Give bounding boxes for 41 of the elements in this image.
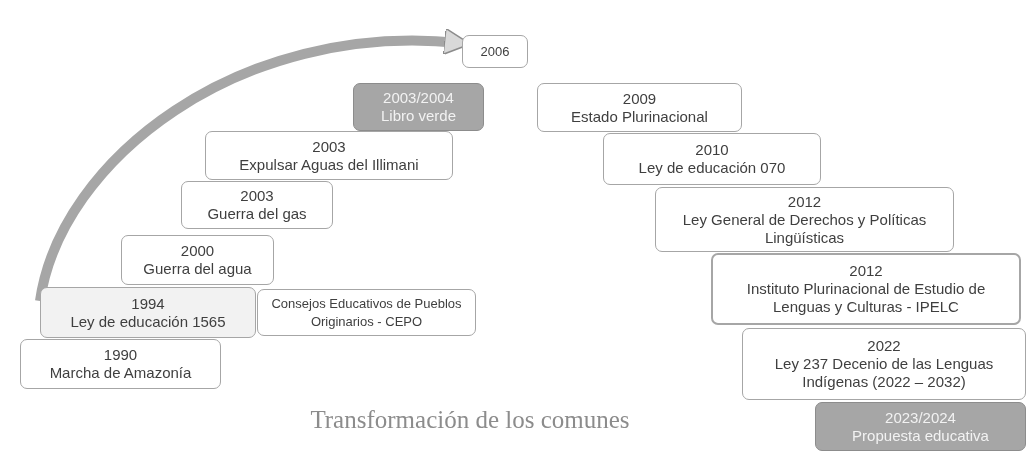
event-box	[537, 83, 742, 132]
event-year: 2012	[849, 262, 883, 280]
event-description: Libro verde	[380, 107, 456, 125]
event-box	[655, 187, 954, 252]
event-description: Guerra del agua	[143, 260, 252, 278]
event-description: Expulsar Aguas del Illimani	[239, 155, 419, 174]
event-box	[40, 287, 256, 338]
caption: Transformación de los comunes	[309, 406, 631, 434]
event-year: 2000	[180, 242, 215, 260]
event-year: 1994	[131, 294, 165, 313]
event-box	[121, 235, 274, 285]
event-box	[711, 253, 1021, 325]
event-description: Marcha de Amazonía	[49, 364, 192, 382]
event-year: 2022	[867, 337, 901, 355]
event-description: 2006	[480, 42, 510, 61]
event-description: Estado Plurinacional	[571, 107, 708, 126]
event-description: Ley de educación 1565	[70, 312, 226, 331]
event-box	[181, 181, 333, 229]
event-box	[353, 83, 484, 131]
event-box	[742, 328, 1026, 400]
event-description: Guerra del gas	[207, 205, 307, 223]
event-year: 2009	[622, 89, 657, 108]
event-description: Consejos Educativos de Pueblos Originarios - CEPO	[270, 294, 463, 331]
event-year: 2023/2024	[885, 408, 956, 427]
event-year: 2003	[240, 187, 274, 205]
event-description: Instituto Plurinacional de Estudio de Lenguas y Culturas - IPELC	[745, 280, 987, 316]
event-description: Ley de educación 070	[638, 159, 786, 177]
event-year: 1990	[103, 346, 138, 364]
event-description: Propuesta educativa	[852, 426, 989, 445]
event-year: 2003/2004	[383, 89, 454, 107]
event-year: 2012	[787, 192, 822, 211]
event-year: 2003	[312, 137, 346, 156]
event-description: Ley 237 Decenio de las Lenguas Indígenas (2022 – 2032)	[773, 355, 995, 391]
event-box	[205, 131, 453, 180]
event-box	[20, 339, 221, 389]
event-box	[603, 133, 821, 185]
event-box	[462, 35, 528, 68]
event-year: 2010	[695, 141, 729, 159]
event-box	[257, 289, 476, 336]
event-box	[815, 402, 1026, 451]
event-description: Ley General de Derechos y Políticas Lingüísticas	[681, 210, 928, 247]
